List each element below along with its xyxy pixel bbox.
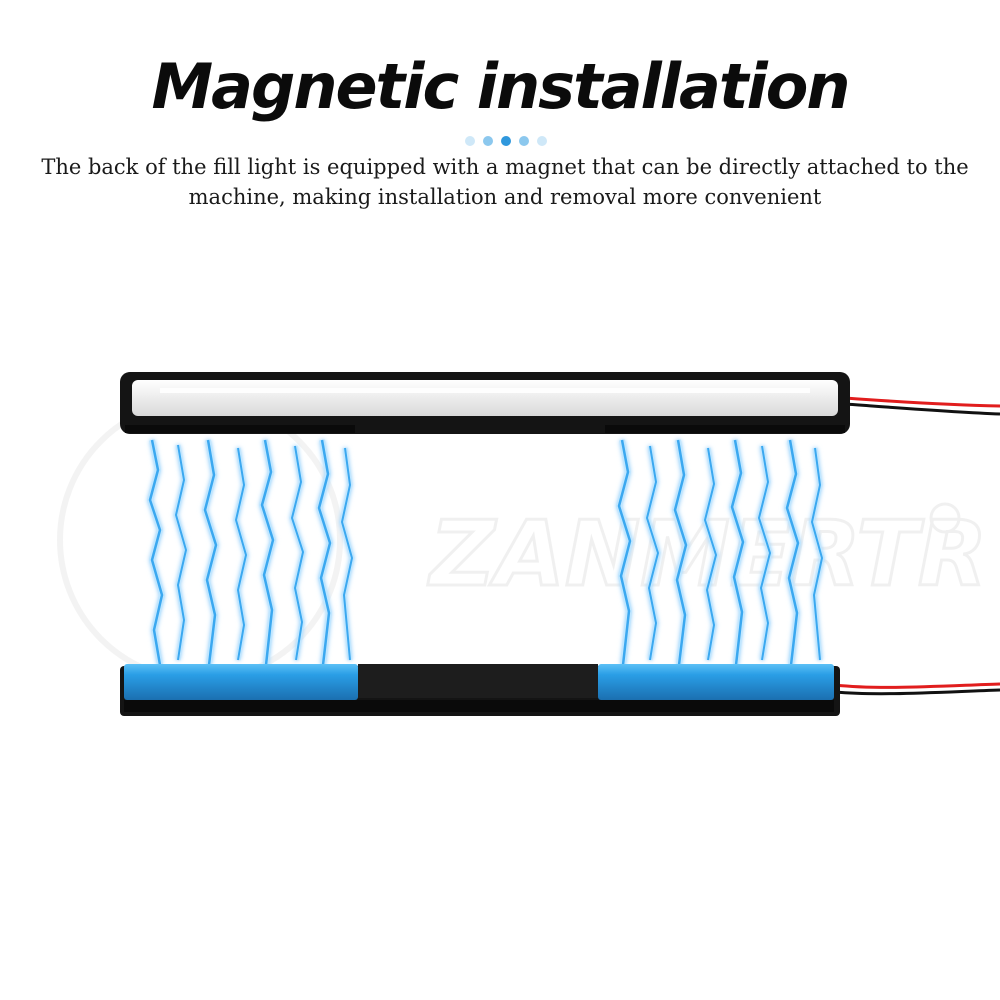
feature-description: The back of the fill light is equipped w… bbox=[41, 155, 969, 209]
divider-dot bbox=[537, 136, 547, 146]
title-divider-dots bbox=[465, 136, 547, 148]
page-title: Magnetic installation bbox=[151, 50, 850, 123]
divider-dot bbox=[483, 136, 493, 146]
illustration-svg: ZANMERTR bbox=[57, 372, 1000, 716]
left-magnet-pad bbox=[124, 664, 358, 700]
magnetic-field-lightning bbox=[146, 439, 825, 666]
brand-watermark: ZANMERTR bbox=[57, 397, 989, 683]
right-magnet-pad bbox=[598, 664, 834, 700]
led-light-bar bbox=[120, 372, 850, 434]
bottom-bar-wires bbox=[834, 682, 1000, 696]
divider-dot bbox=[465, 136, 475, 146]
magnetic-mounting-base bbox=[120, 664, 840, 716]
top-bar-wires bbox=[844, 396, 1000, 416]
divider-dot bbox=[519, 136, 529, 146]
magnetic-installation-illustration: ZANMERTR bbox=[0, 330, 1000, 750]
divider-dot bbox=[501, 136, 511, 146]
